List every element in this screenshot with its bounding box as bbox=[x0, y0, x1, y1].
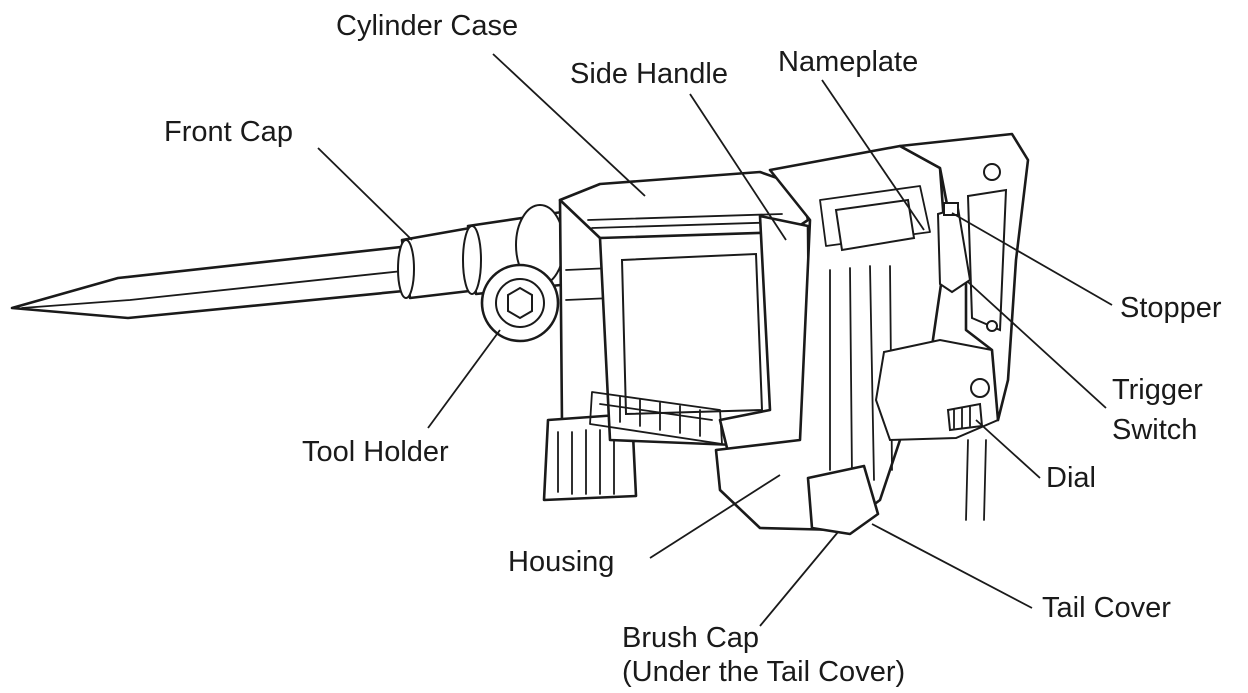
power-cord bbox=[965, 439, 987, 521]
label-tail-cover: Tail Cover bbox=[1042, 592, 1171, 624]
leader-tool-holder bbox=[427, 329, 501, 429]
leader-nameplate bbox=[821, 79, 925, 231]
leader-brush-cap bbox=[759, 531, 839, 627]
leader-housing bbox=[649, 474, 781, 559]
label-nameplate: Nameplate bbox=[778, 46, 919, 78]
leader-lines bbox=[317, 53, 1113, 627]
label-trigger-switch-1: Trigger bbox=[1112, 374, 1203, 406]
leader-cylinder-case bbox=[492, 53, 646, 197]
label-side-handle: Side Handle bbox=[570, 58, 728, 90]
label-cylinder-case: Cylinder Case bbox=[336, 10, 519, 42]
leader-dial bbox=[975, 419, 1041, 479]
label-brush-cap-2: (Under the Tail Cover) bbox=[622, 656, 906, 688]
chisel-bit bbox=[10, 244, 416, 320]
leader-front-cap bbox=[317, 147, 413, 241]
nameplate bbox=[834, 198, 916, 252]
stopper bbox=[943, 202, 959, 216]
label-tool-holder: Tool Holder bbox=[302, 436, 449, 468]
dial bbox=[946, 378, 990, 432]
rear-handle bbox=[898, 132, 1030, 422]
leader-stopper bbox=[951, 212, 1113, 306]
label-trigger-switch-2: Switch bbox=[1112, 414, 1198, 446]
leader-side-handle bbox=[689, 93, 787, 241]
label-dial: Dial bbox=[1046, 462, 1096, 494]
cylinder-case bbox=[558, 170, 812, 450]
leader-tail-cover bbox=[871, 523, 1033, 609]
label-housing: Housing bbox=[508, 546, 615, 578]
label-front-cap: Front Cap bbox=[164, 116, 293, 148]
tail-cover bbox=[806, 464, 880, 536]
tool-holder bbox=[480, 263, 560, 343]
label-brush-cap-1: Brush Cap bbox=[622, 622, 760, 654]
leader-trigger-switch bbox=[967, 281, 1107, 409]
label-stopper: Stopper bbox=[1120, 292, 1222, 324]
